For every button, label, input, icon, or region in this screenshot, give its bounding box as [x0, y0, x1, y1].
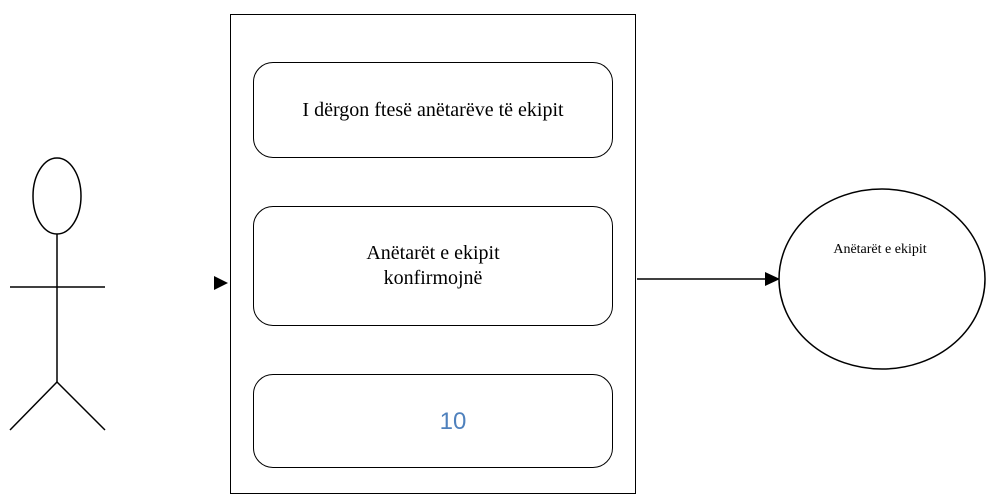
step-label: I dërgon ftesë anëtarëve të ekipit [302, 98, 564, 121]
actor-head [32, 157, 82, 235]
actor-left-leg [9, 381, 58, 431]
step-members-confirm: Anëtarët e ekipit konfirmojnë [253, 206, 613, 326]
step-label: Anëtarët e ekipit konfirmojnë [366, 242, 500, 289]
arrow-head-icon [214, 276, 228, 290]
step-send-invites: I dërgon ftesë anëtarëve të ekipit [253, 62, 613, 158]
actor-right-leg [56, 381, 106, 431]
external-actor-ellipse [778, 188, 986, 370]
external-actor-label: Anëtarët e ekipit [833, 242, 927, 257]
stick-figure-icon [9, 157, 106, 431]
step-page-number: 10 [253, 374, 613, 468]
page-number: 10 [439, 407, 467, 435]
arrow-head-icon [765, 272, 780, 286]
